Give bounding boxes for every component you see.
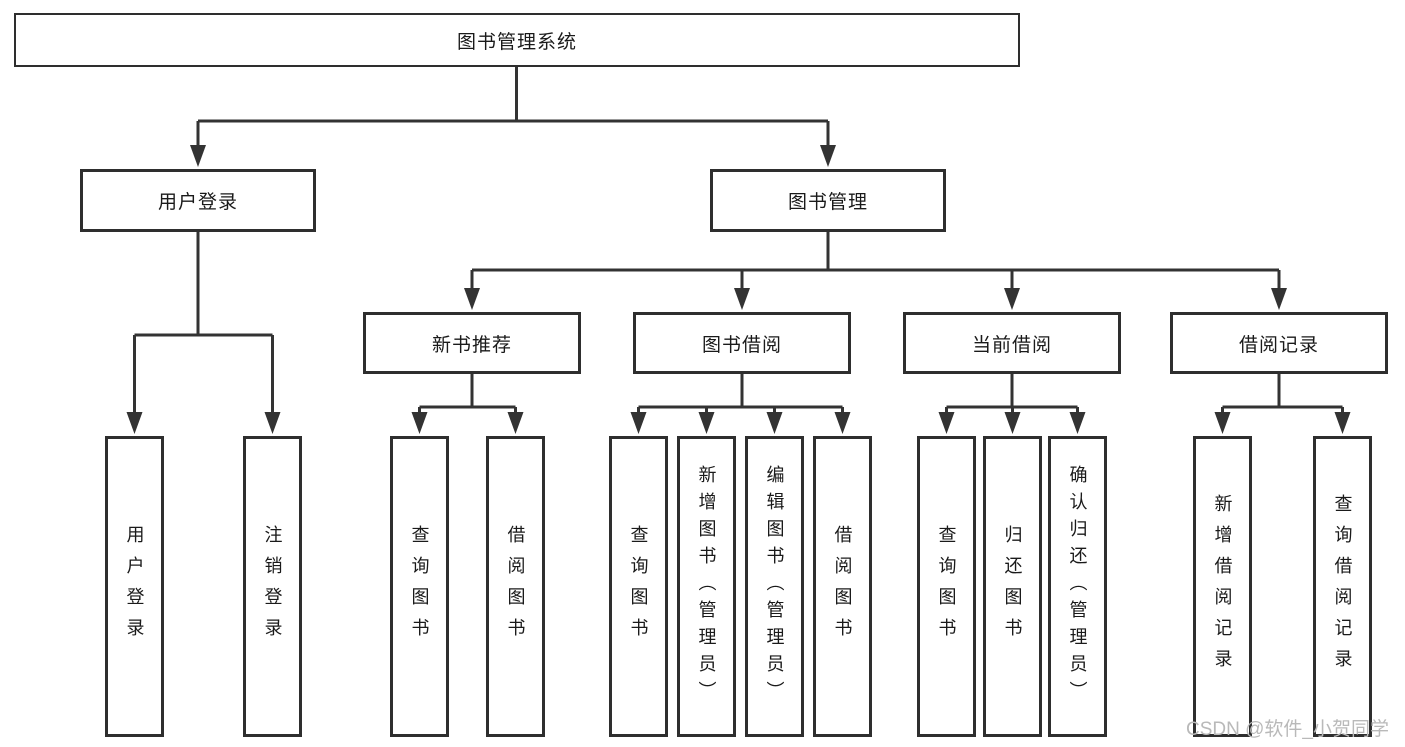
leaf-add-book-admin: 新增图书（管理员） bbox=[677, 436, 736, 737]
leaf-confirm-return-admin: 确认归还（管理员） bbox=[1048, 436, 1107, 737]
leaf-borrow-books-borrow: 借阅图书 bbox=[813, 436, 872, 737]
leaf-query-books-current: 查询图书 bbox=[917, 436, 976, 737]
node-user-login: 用户登录 bbox=[80, 169, 316, 232]
leaf-query-books-borrow-label: 查询图书 bbox=[628, 524, 649, 649]
node-root-label: 图书管理系统 bbox=[456, 31, 577, 53]
node-current-borrow-label: 当前借阅 bbox=[971, 334, 1052, 356]
node-current-borrow: 当前借阅 bbox=[903, 312, 1121, 374]
leaf-logout-label: 注销登录 bbox=[262, 524, 283, 649]
node-book-management: 图书管理 bbox=[710, 169, 946, 232]
leaf-add-book-admin-label: 新增图书（管理员） bbox=[696, 465, 717, 708]
leaf-query-books-current-label: 查询图书 bbox=[936, 524, 957, 649]
leaf-query-books-newbook: 查询图书 bbox=[390, 436, 449, 737]
node-book-borrow-label: 图书借阅 bbox=[701, 334, 782, 356]
node-book-management-label: 图书管理 bbox=[787, 192, 868, 213]
csdn-watermark: CSDN @软件_小贺同学 bbox=[1186, 719, 1389, 740]
node-root: 图书管理系统 bbox=[14, 13, 1020, 67]
leaf-confirm-return-admin-label: 确认归还（管理员） bbox=[1067, 465, 1088, 708]
leaf-user-login-label: 用户登录 bbox=[124, 524, 145, 649]
leaf-borrow-books-borrow-label: 借阅图书 bbox=[832, 524, 853, 649]
leaf-query-books-borrow: 查询图书 bbox=[609, 436, 668, 737]
leaf-add-borrow-record-label: 新增借阅记录 bbox=[1212, 493, 1233, 680]
node-book-borrow: 图书借阅 bbox=[633, 312, 851, 374]
node-borrow-records-label: 借阅记录 bbox=[1238, 334, 1319, 356]
node-new-book-recommend: 新书推荐 bbox=[363, 312, 581, 374]
leaf-logout: 注销登录 bbox=[243, 436, 302, 737]
node-user-login-label: 用户登录 bbox=[157, 192, 238, 213]
leaf-borrow-books-newbook: 借阅图书 bbox=[486, 436, 545, 737]
leaf-query-borrow-record: 查询借阅记录 bbox=[1313, 436, 1372, 737]
leaf-user-login: 用户登录 bbox=[105, 436, 164, 737]
leaf-edit-book-admin: 编辑图书（管理员） bbox=[745, 436, 804, 737]
leaf-edit-book-admin-label: 编辑图书（管理员） bbox=[764, 465, 785, 708]
leaf-return-book-label: 归还图书 bbox=[1002, 524, 1023, 649]
node-borrow-records: 借阅记录 bbox=[1170, 312, 1388, 374]
leaf-query-borrow-record-label: 查询借阅记录 bbox=[1332, 493, 1353, 680]
leaf-return-book: 归还图书 bbox=[983, 436, 1042, 737]
node-new-book-recommend-label: 新书推荐 bbox=[431, 334, 512, 356]
leaf-borrow-books-newbook-label: 借阅图书 bbox=[505, 524, 526, 649]
leaf-add-borrow-record: 新增借阅记录 bbox=[1193, 436, 1252, 737]
leaf-query-books-newbook-label: 查询图书 bbox=[409, 524, 430, 649]
